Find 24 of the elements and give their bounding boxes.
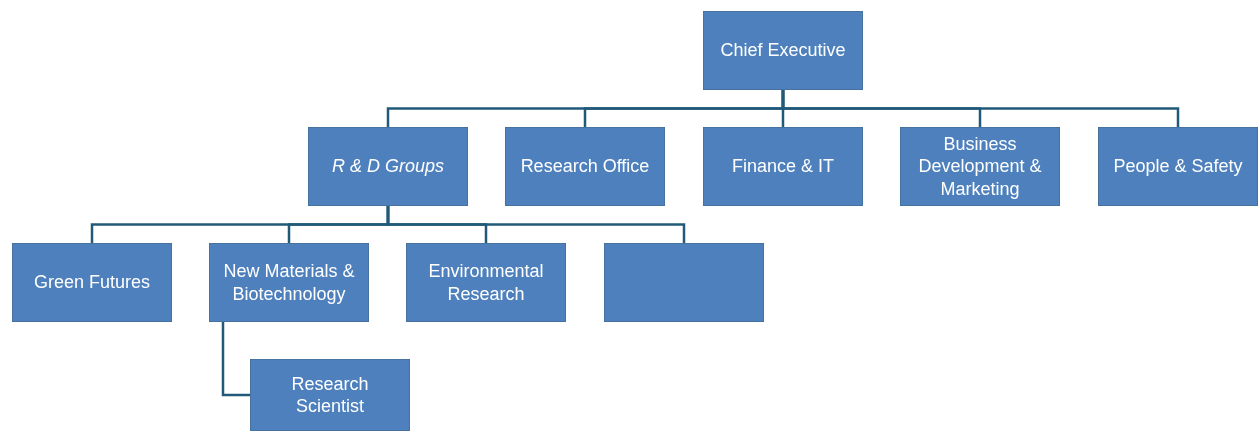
box-label: Research Scientist: [290, 372, 370, 418]
box-label: Chief Executive: [720, 39, 846, 62]
org-box: [12, 243, 172, 322]
box-label: Green Futures: [33, 271, 151, 294]
org-box: [209, 243, 369, 322]
org-box: [900, 127, 1060, 206]
org-box: [250, 359, 410, 431]
org-box: [308, 127, 468, 206]
connector-line: [221, 322, 250, 397]
box-label: Research Office: [520, 155, 650, 178]
org-box: [406, 243, 566, 322]
connector-line: [386, 206, 686, 243]
box-label: New Materials & Biotechnology: [222, 260, 356, 305]
box-label: R & D Groups: [331, 155, 444, 178]
connector-line: [781, 90, 1180, 127]
box-label: Environmental Research: [427, 260, 545, 305]
org-box: [703, 11, 863, 90]
box-label: Finance & IT: [731, 155, 834, 178]
box-label: People & Safety: [1113, 155, 1243, 178]
org-box: [1098, 127, 1258, 206]
org-box: [703, 127, 863, 206]
org-box: [505, 127, 665, 206]
empty-box: [604, 243, 764, 322]
box-label: Business Development & Marketing: [917, 132, 1043, 201]
